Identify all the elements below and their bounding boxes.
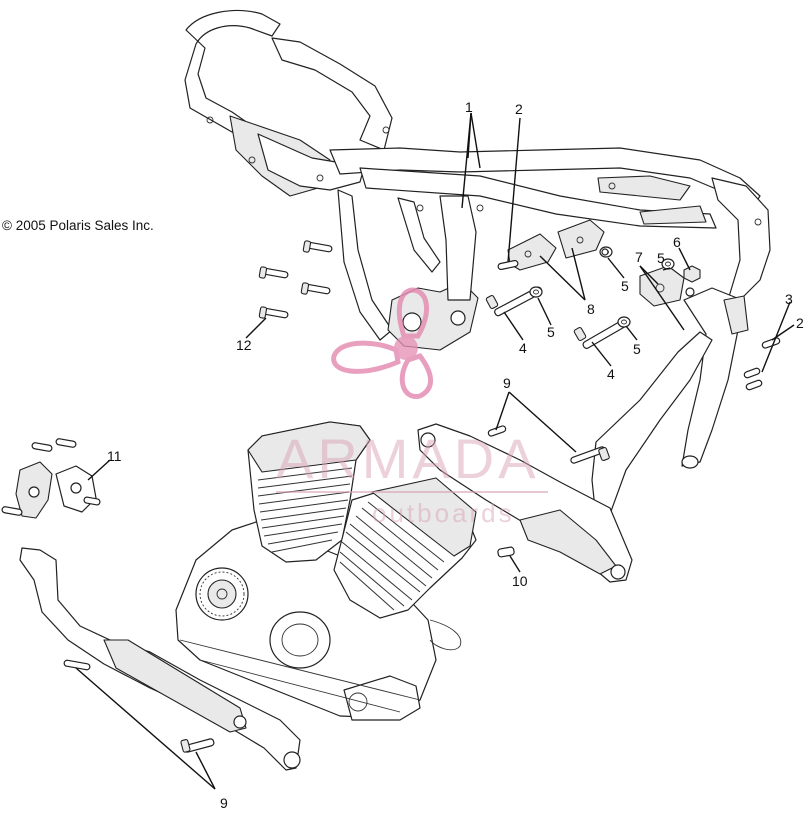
bolt-3a xyxy=(743,367,761,379)
callout-9-lower: 9 xyxy=(220,795,228,811)
spacer-10 xyxy=(497,546,515,558)
callout-2-right: 2 xyxy=(796,315,804,331)
seat-downtube xyxy=(337,189,393,341)
callout-11: 11 xyxy=(107,448,122,464)
callout-6: 6 xyxy=(673,234,681,250)
downtube-end-right xyxy=(681,455,699,469)
lower-bar-hole-1 xyxy=(233,715,247,729)
bolt-12b xyxy=(302,240,333,253)
bolt-12c xyxy=(300,282,331,295)
rail-pivot-front xyxy=(420,432,436,448)
rear-crossmember xyxy=(257,133,367,191)
bolt-2a xyxy=(497,259,519,271)
fasteners xyxy=(258,240,781,391)
callout-3: 3 xyxy=(785,291,793,307)
rear-cylinder-fins xyxy=(339,501,445,611)
front-mount-tab xyxy=(723,295,749,335)
callout-7: 7 xyxy=(635,249,643,265)
mount-plates xyxy=(507,219,685,307)
engine-assembly xyxy=(175,421,477,721)
callout-2-upper: 2 xyxy=(515,101,523,117)
center-post xyxy=(439,195,477,301)
tank-bracket xyxy=(597,175,691,201)
coil-bracket xyxy=(639,205,707,225)
mount-rail-bracket xyxy=(519,509,617,575)
callout-labels: 1 2 2 3 4 4 5 5 5 5 6 7 8 9 9 10 11 12 xyxy=(107,99,804,811)
washer-5c xyxy=(617,316,631,328)
frame-assembly xyxy=(184,9,771,523)
rear-cylinder-head-cover xyxy=(371,477,477,557)
engine-cable xyxy=(429,619,462,651)
front-cylinder-fins xyxy=(257,467,353,553)
callout-5-d: 5 xyxy=(657,250,665,266)
pivot-hole xyxy=(402,312,422,332)
callout-8: 8 xyxy=(587,301,595,317)
watermark-sub: outboards xyxy=(372,498,515,528)
callout-4-left: 4 xyxy=(519,340,527,356)
right-engine-mount-rail xyxy=(417,423,633,583)
washer-5a xyxy=(529,286,543,298)
bolt-3b xyxy=(745,379,763,391)
callout-9-upper: 9 xyxy=(503,375,511,391)
callout-1: 1 xyxy=(465,99,473,115)
bolt-12d xyxy=(258,306,289,319)
watermark-brand: ARMADA xyxy=(276,427,540,490)
copyright-notice: © 2005 Polaris Sales Inc. xyxy=(2,218,154,233)
callout-4-right: 4 xyxy=(607,366,615,382)
callout-10: 10 xyxy=(512,573,528,589)
callout-5-c: 5 xyxy=(633,341,641,357)
mount-plate-8b xyxy=(557,219,605,259)
cam-gear-hub xyxy=(207,579,237,609)
leader-lines xyxy=(75,112,795,790)
callout-5-b: 5 xyxy=(621,278,629,294)
lower-top-tube xyxy=(359,167,717,229)
upper-rear-rail xyxy=(271,37,393,151)
pivot-hole-2 xyxy=(450,310,466,326)
lower-bar-end xyxy=(283,751,301,769)
bolt-12a xyxy=(258,266,289,279)
left-engine-mount-rail xyxy=(19,547,301,771)
front-cylinder-head-cover xyxy=(247,421,371,473)
propeller-logo xyxy=(331,287,433,399)
bolt-4b xyxy=(573,317,631,349)
nut-6 xyxy=(683,265,701,283)
bolt-9d xyxy=(180,738,215,753)
watermark: ARMADA outboards xyxy=(276,287,548,528)
lower-mount-bar xyxy=(103,639,247,733)
callout-5-a: 5 xyxy=(547,324,555,340)
bolt-9b xyxy=(570,446,610,464)
side-cover xyxy=(269,611,331,669)
bolt-2b xyxy=(761,337,781,349)
rail-pivot-rear xyxy=(610,564,626,580)
inner-brace xyxy=(397,197,441,273)
washer-small xyxy=(601,248,695,297)
steering-head xyxy=(711,177,771,301)
footpeg-bracket-11 xyxy=(1,438,101,519)
callout-12: 12 xyxy=(236,337,252,353)
